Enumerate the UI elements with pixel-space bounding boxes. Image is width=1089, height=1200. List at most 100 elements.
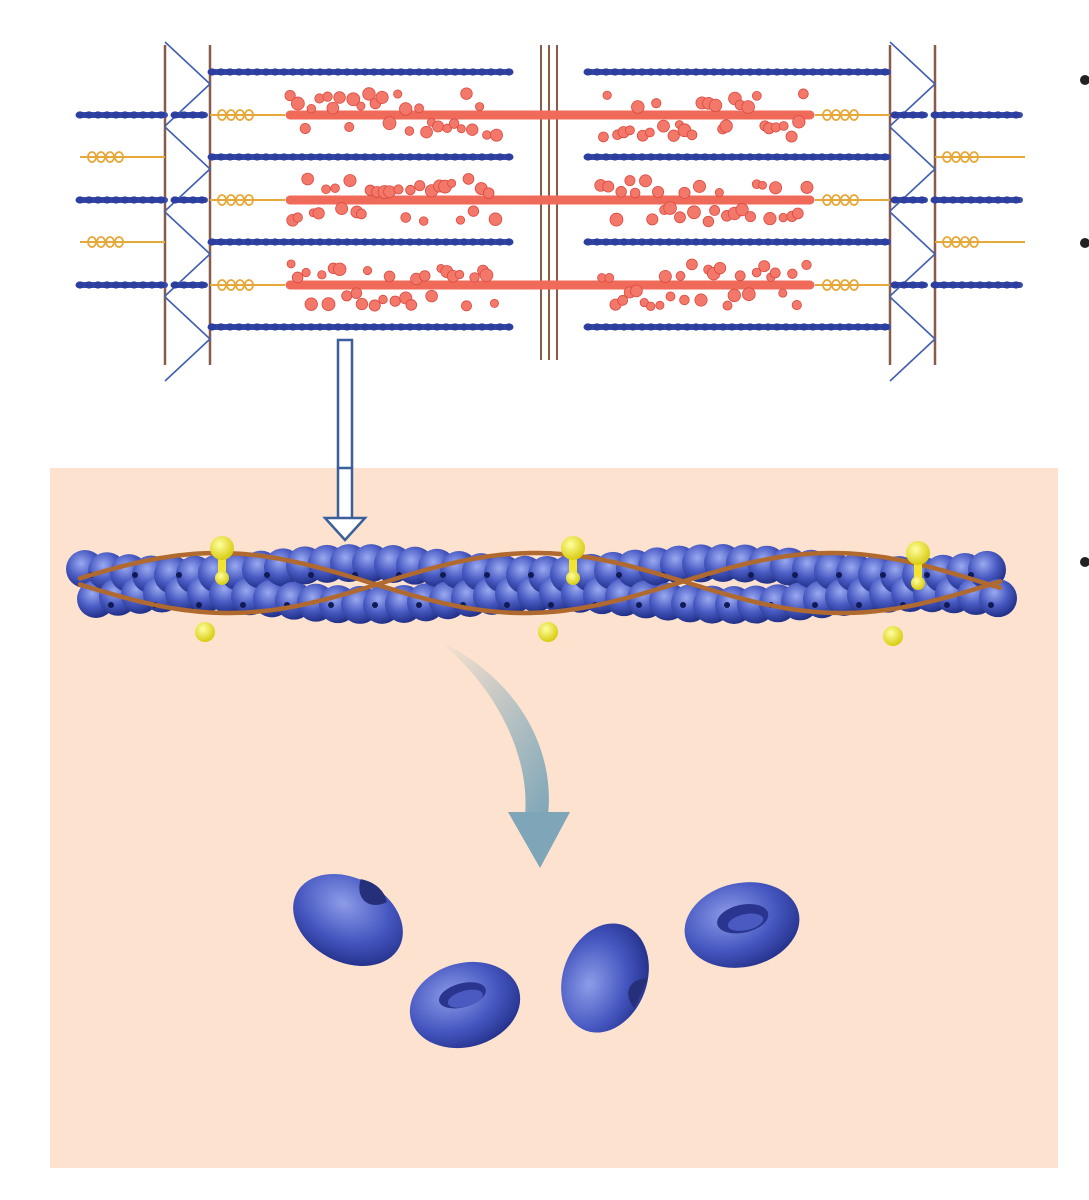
- thin-filament-bead: [754, 68, 764, 76]
- thin-filament-bead: [745, 68, 755, 76]
- thin-filament-bead: [993, 111, 1003, 119]
- actin-bead-dot: [372, 602, 378, 608]
- titin-coil: [840, 109, 850, 121]
- thin-filament-bead: [592, 153, 602, 161]
- thin-filament-bead: [939, 196, 949, 204]
- titin-coil: [114, 236, 124, 248]
- thin-filament-bead: [853, 153, 863, 161]
- thin-filament-bead: [691, 238, 701, 246]
- thin-filament-bead: [673, 68, 683, 76]
- z-disc-brace: [889, 296, 936, 340]
- myosin-head: [362, 87, 376, 101]
- thin-filament-bead: [682, 323, 692, 331]
- thin-filament-bead: [432, 153, 442, 161]
- myosin-head: [299, 122, 311, 134]
- titin-spring: [815, 109, 890, 121]
- thin-filament-bead: [637, 238, 647, 246]
- thin-filament-bead: [601, 323, 611, 331]
- thin-filament-bead: [890, 111, 900, 119]
- myosin-head: [389, 295, 401, 307]
- actin-bead: [979, 579, 1017, 618]
- thin-filament-bead: [315, 153, 325, 161]
- thin-filament-bead: [781, 323, 791, 331]
- titin-coil: [244, 194, 254, 206]
- troponin-foot: [566, 571, 580, 585]
- thin-filament-bead: [342, 238, 352, 246]
- thin-filament-bead: [197, 281, 207, 289]
- thin-filament-bead: [637, 68, 647, 76]
- thin-filament-bead: [939, 111, 949, 119]
- thin-filament-bead: [610, 153, 620, 161]
- thin-filament-bead: [637, 153, 647, 161]
- thin-filament-bead: [279, 238, 289, 246]
- thin-filament-bead: [610, 68, 620, 76]
- myosin-head: [663, 201, 677, 215]
- actin-bead-dot: [196, 602, 202, 608]
- thin-filament-bead: [984, 281, 994, 289]
- titin-coil: [840, 279, 850, 291]
- thin-filament-bead: [414, 323, 424, 331]
- thin-filament-bead: [459, 323, 469, 331]
- thin-filament-bead: [324, 238, 334, 246]
- thin-filament: [207, 68, 514, 76]
- thin-filament-bead: [772, 238, 782, 246]
- titin-coil: [226, 109, 236, 121]
- myosin-head: [665, 291, 676, 302]
- thin-filament-bead: [414, 238, 424, 246]
- thin-filament-bead: [342, 68, 352, 76]
- myosin-head: [479, 268, 494, 283]
- myosin-head: [378, 294, 388, 305]
- myosin-head: [490, 128, 503, 142]
- thin-filament-bead: [628, 68, 638, 76]
- thin-filament-bead: [84, 281, 94, 289]
- thin-filament-bead: [170, 196, 180, 204]
- thin-filament-bead: [646, 238, 656, 246]
- myosin-head: [787, 268, 798, 279]
- thin-filament-bead: [844, 238, 854, 246]
- thin-filament-bead: [351, 323, 361, 331]
- bullet-3: [1080, 557, 1089, 567]
- thin-filament-bead: [252, 68, 262, 76]
- thin-filament: [207, 238, 514, 246]
- thin-filament-bead: [939, 281, 949, 289]
- myosin-head: [687, 205, 701, 220]
- titin-coil: [87, 151, 97, 163]
- thin-filament-bead: [369, 238, 379, 246]
- myosin-head: [686, 258, 698, 271]
- myosin-head: [785, 130, 798, 143]
- thin-filament-bead: [423, 153, 433, 161]
- tropomyosin-strand: [77, 550, 1003, 616]
- thin-filament-bead: [817, 68, 827, 76]
- thin-filament-bead: [93, 281, 103, 289]
- thin-filament-bead: [592, 323, 602, 331]
- thin-filament-bead: [1011, 111, 1021, 119]
- actin-bead-dot: [240, 602, 246, 608]
- myosin-head: [350, 287, 363, 299]
- thin-filament-bead: [138, 196, 148, 204]
- thin-filament-bead: [261, 238, 271, 246]
- myosin-head: [489, 298, 499, 308]
- thin-filament-bead: [957, 111, 967, 119]
- thick-filament: [284, 87, 815, 143]
- thin-filament-bead: [102, 281, 112, 289]
- thin-filament-bead: [147, 281, 157, 289]
- thin-filament-bead: [844, 323, 854, 331]
- thin-filament-bead: [378, 68, 388, 76]
- myosin-head: [405, 299, 418, 311]
- thin-filament-bead: [111, 196, 121, 204]
- thin-filament-bead: [75, 196, 85, 204]
- thin-filament-bead: [826, 238, 836, 246]
- thin-filament: [170, 281, 208, 289]
- thin-filament-bead: [252, 153, 262, 161]
- thin-filament-bead: [1002, 281, 1012, 289]
- sarcomere-illustration: [75, 41, 1025, 382]
- thin-filament-bead: [862, 323, 872, 331]
- myosin-head: [801, 259, 812, 271]
- thin-filament-bead: [601, 238, 611, 246]
- actin-bead-dot: [176, 572, 182, 578]
- myosin-head: [651, 98, 662, 109]
- myosin-head: [758, 180, 767, 190]
- thin-filament-bead: [197, 111, 207, 119]
- thin-filament-bead: [156, 111, 166, 119]
